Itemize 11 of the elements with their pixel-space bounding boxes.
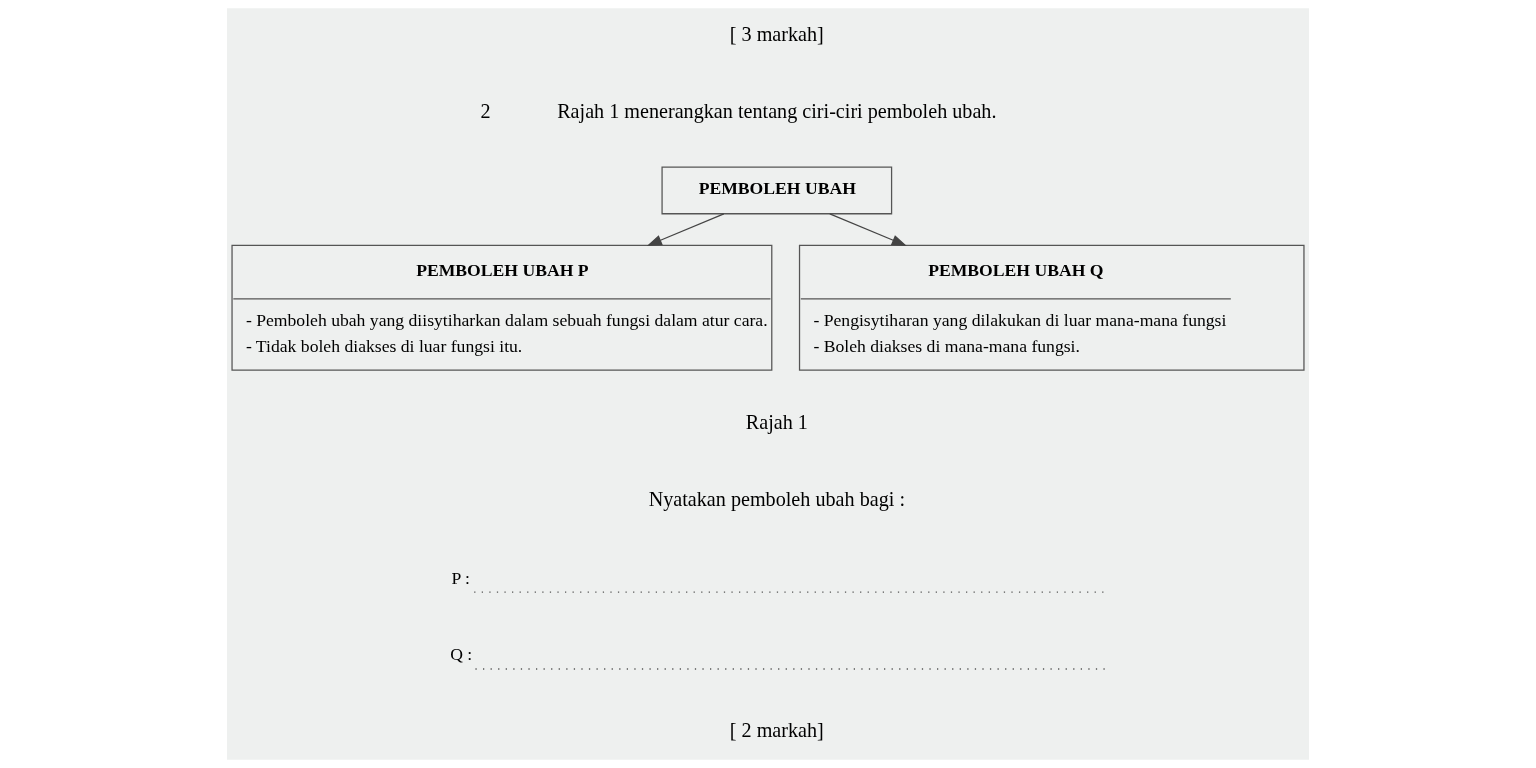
- arrow: [646, 213, 725, 246]
- node-box: PEMBOLEH UBAH: [661, 166, 893, 215]
- label: [ 3 markah]: [729, 22, 824, 45]
- label: [ 2 markah]: [729, 718, 824, 741]
- label: P :: [451, 567, 470, 588]
- label: Rajah 1 menerangkan tentang ciri-ciri pemboleh ubah.: [557, 99, 997, 122]
- label: Nyatakan pemboleh ubah bagi :: [648, 488, 906, 511]
- label: 2: [480, 99, 491, 122]
- label: Q :: [450, 644, 473, 665]
- arrow: [829, 213, 907, 246]
- label: Rajah 1: [745, 411, 808, 434]
